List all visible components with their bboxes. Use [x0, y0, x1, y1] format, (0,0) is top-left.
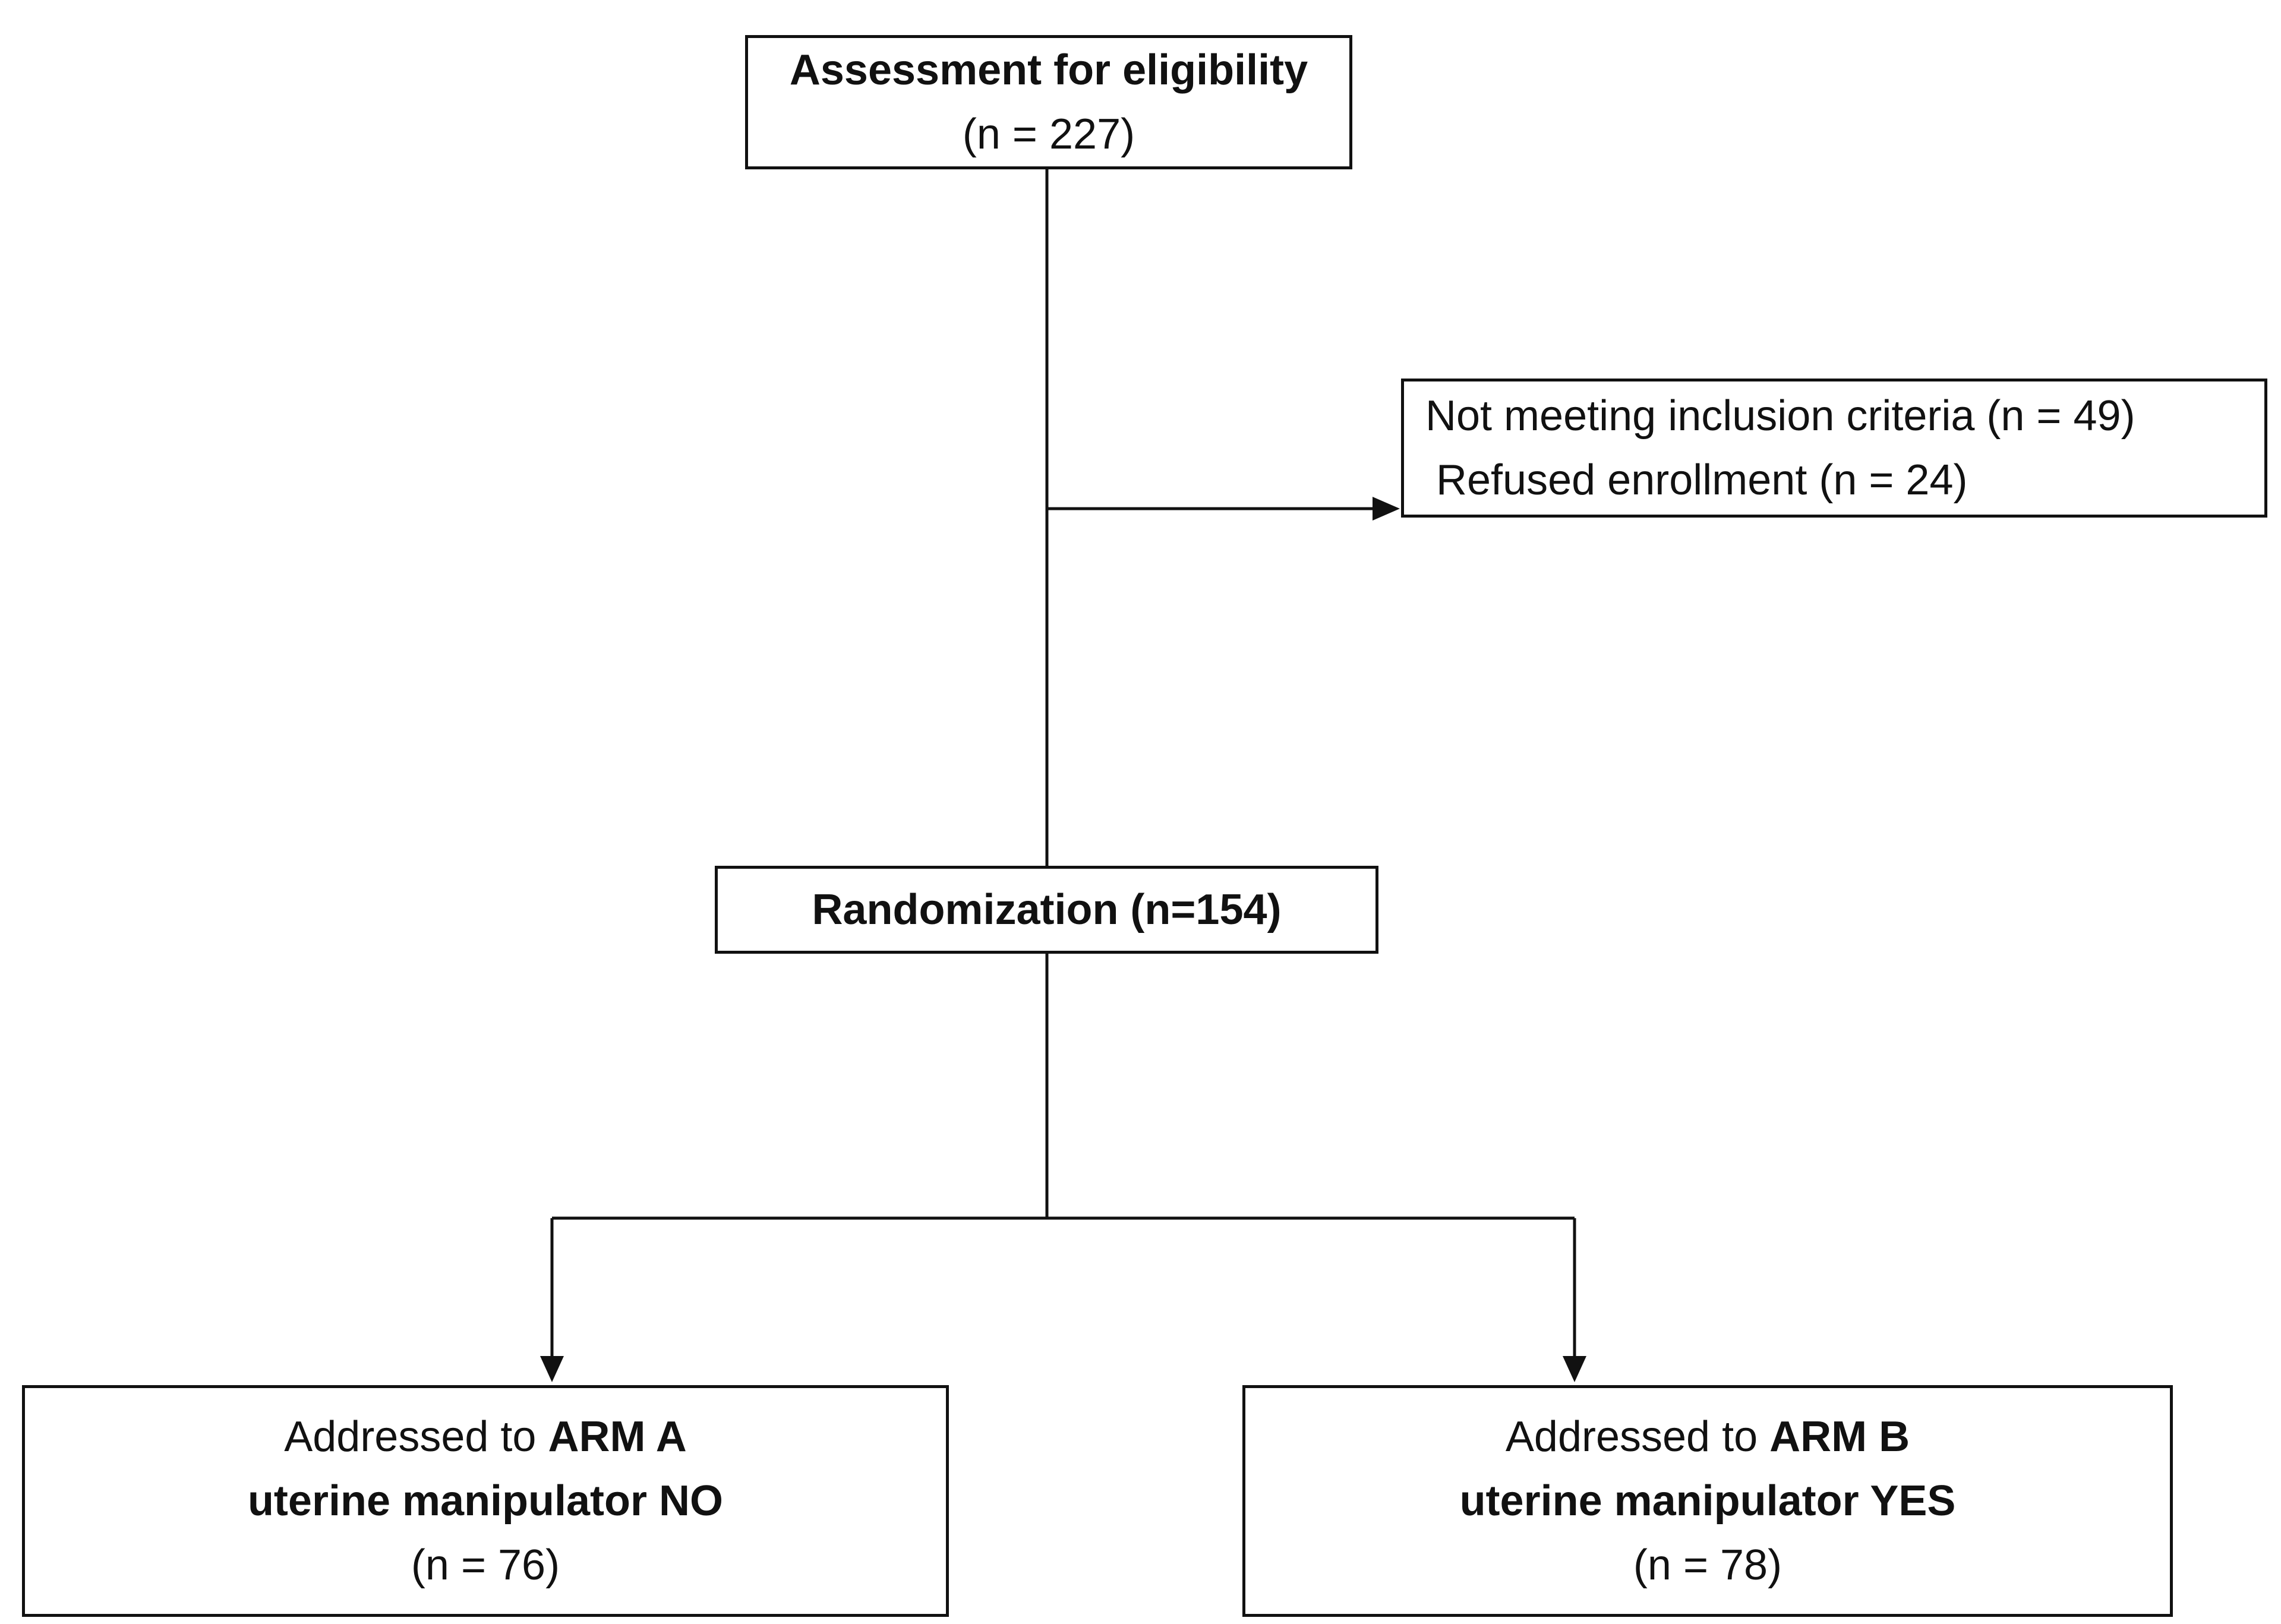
arm-a-name: ARM A — [548, 1413, 687, 1461]
exclusion-box: Not meeting inclusion criteria (n = 49) … — [1401, 379, 2267, 518]
arm-b-heading: Addressed to ARM B — [1506, 1405, 1910, 1469]
arm-b-name: ARM B — [1769, 1413, 1910, 1461]
arm-a-prefix: Addressed to — [284, 1413, 548, 1461]
arm-b-description: uterine manipulator YES — [1459, 1477, 1956, 1525]
exclusion-criteria-line: Not meeting inclusion criteria (n = 49) — [1425, 392, 2135, 440]
arm-a-heading: Addressed to ARM A — [284, 1405, 687, 1469]
arm-a-box: Addressed to ARM A uterine manipulator N… — [22, 1385, 949, 1617]
arrow-to-arm-b — [1563, 1356, 1586, 1382]
arm-b-prefix: Addressed to — [1505, 1413, 1770, 1461]
assessment-title: Assessment for eligibility — [789, 46, 1308, 94]
arrow-to-exclusion — [1373, 497, 1400, 521]
randomization-label: Randomization (n=154) — [812, 886, 1282, 934]
arm-b-count: (n = 78) — [1633, 1541, 1782, 1589]
assessment-box: Assessment for eligibility (n = 227) — [745, 35, 1352, 169]
exclusion-refused-line: Refused enrollment (n = 24) — [1436, 456, 1968, 504]
arm-b-box: Addressed to ARM B uterine manipulator Y… — [1242, 1385, 2173, 1617]
arrow-to-arm-a — [540, 1356, 564, 1382]
arm-a-description: uterine manipulator NO — [247, 1477, 724, 1525]
assessment-count: (n = 227) — [962, 111, 1135, 158]
arm-a-count: (n = 76) — [411, 1541, 560, 1589]
randomization-box: Randomization (n=154) — [715, 866, 1378, 954]
